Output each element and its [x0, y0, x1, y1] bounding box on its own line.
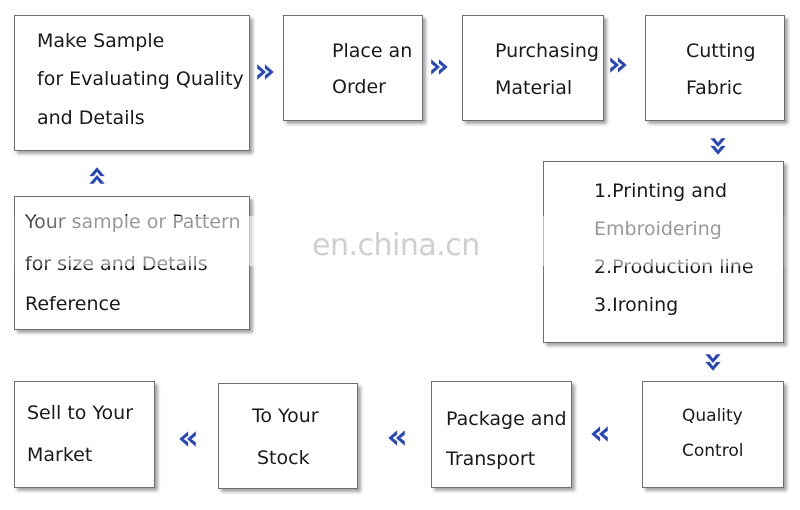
- step-purchasing-material: Purchasing Material: [462, 15, 604, 121]
- step-package-line-1: Package and: [446, 408, 567, 430]
- arrow-down-icon: [707, 136, 729, 158]
- step-production-line-2: Embroidering: [594, 218, 722, 240]
- step-purchasing-line-2: Material: [495, 77, 573, 99]
- step-to-your-stock: To Your Stock: [218, 383, 358, 489]
- step-place-order-line-1: Place an: [332, 40, 413, 62]
- step-cutting-fabric: Cutting Fabric: [645, 15, 785, 121]
- watermark-text: en.china.cn: [312, 228, 480, 263]
- step-production-line-3: 2.Production line: [594, 256, 754, 278]
- arrow-left-icon: [588, 423, 610, 445]
- arrow-up-icon: [86, 164, 108, 186]
- step-quality-line-1: Quality: [682, 406, 743, 426]
- step-place-order-line-2: Order: [332, 76, 386, 98]
- step-make-sample: Make Sample for Evaluating Quality and D…: [14, 15, 250, 151]
- step-reference-line-2: for size and Details: [25, 253, 208, 275]
- step-reference-line-3: Reference: [25, 293, 121, 315]
- step-reference-line-1: Your sample or Pattern: [25, 211, 241, 233]
- step-sample-reference: Your sample or Pattern for size and Deta…: [14, 196, 250, 330]
- step-production-line-1: 1.Printing and: [594, 180, 727, 202]
- step-cutting-line-1: Cutting: [686, 40, 756, 62]
- step-package-line-2: Transport: [446, 448, 536, 470]
- step-sell-to-market: Sell to Your Market: [14, 381, 155, 488]
- arrow-right-icon: [429, 56, 451, 78]
- arrow-right-icon: [255, 61, 277, 83]
- step-production-line-4: 3.Ironing: [594, 294, 679, 316]
- step-make-sample-line-3: and Details: [37, 107, 145, 129]
- step-sell-line-1: Sell to Your: [27, 402, 134, 424]
- step-stock-line-2: Stock: [257, 447, 310, 469]
- arrow-left-icon: [385, 427, 407, 449]
- step-production: 1.Printing and Embroidering 2.Production…: [543, 161, 784, 343]
- step-quality-control: Quality Control: [642, 381, 784, 488]
- step-stock-line-1: To Your: [252, 405, 319, 427]
- step-package-transport: Package and Transport: [431, 381, 572, 488]
- step-place-order: Place an Order: [283, 15, 423, 121]
- step-quality-line-2: Control: [682, 441, 744, 461]
- step-sell-line-2: Market: [27, 444, 93, 466]
- step-cutting-line-2: Fabric: [686, 77, 743, 99]
- arrow-down-icon: [702, 352, 724, 374]
- step-make-sample-line-1: Make Sample: [37, 30, 165, 52]
- arrow-right-icon: [608, 54, 630, 76]
- step-purchasing-line-1: Purchasing: [495, 40, 599, 62]
- arrow-left-icon: [176, 428, 198, 450]
- step-make-sample-line-2: for Evaluating Quality: [37, 68, 244, 90]
